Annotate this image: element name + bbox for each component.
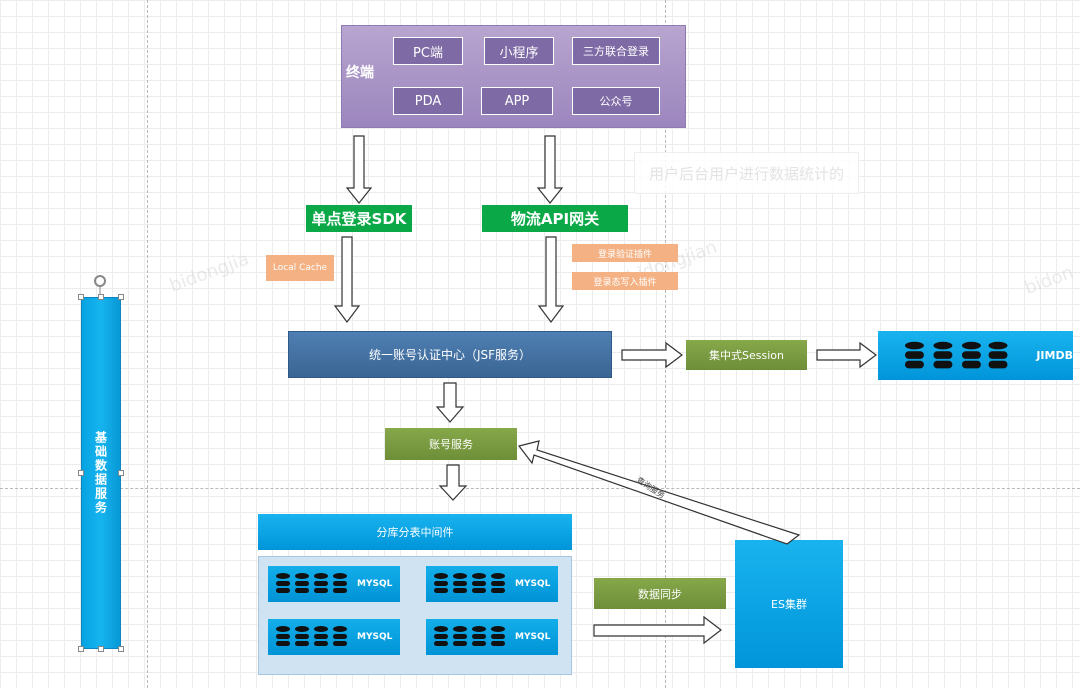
selection-handle[interactable] (78, 470, 84, 476)
selection-handle[interactable] (98, 294, 104, 300)
mysql-label: MYSQL (515, 579, 551, 589)
login-state-write-plugin-label: 登录态写入插件 (572, 272, 678, 290)
mysql-node: MYSQL (268, 619, 400, 655)
jimdb-box: JIMDB (878, 331, 1073, 380)
api-gateway-box: 物流API网关 (482, 205, 628, 232)
database-icon (276, 626, 347, 646)
guide-line-horizontal (0, 488, 1080, 489)
arrow-right-auth-to-session (621, 341, 683, 369)
terminal-pda-button[interactable]: PDA (393, 87, 463, 115)
database-icons (904, 341, 1008, 368)
account-service-box: 账号服务 (385, 428, 517, 460)
arrow-right-mysql-to-es (593, 615, 722, 645)
database-icon (276, 573, 347, 593)
mysql-label: MYSQL (357, 632, 393, 642)
mysql-label: MYSQL (515, 632, 551, 642)
mysql-node: MYSQL (426, 566, 558, 602)
selection-handle[interactable] (118, 646, 124, 652)
selection-handle[interactable] (78, 294, 84, 300)
mysql-node: MYSQL (268, 566, 400, 602)
database-icon (961, 341, 981, 368)
terminal-thirdparty-login-button[interactable]: 三方联合登录 (572, 37, 660, 65)
selection-handle[interactable] (98, 646, 104, 652)
database-icon (434, 626, 505, 646)
sso-sdk-box: 单点登录SDK (306, 205, 412, 232)
arrow-es-to-account (517, 440, 801, 545)
terminal-pc-button[interactable]: PC端 (393, 37, 463, 65)
sharding-middleware-box: 分库分表中间件 (258, 514, 572, 550)
guide-line-vertical (147, 0, 148, 688)
mysql-label: MYSQL (357, 579, 393, 589)
session-box: 集中式Session (686, 340, 807, 370)
arrow-down-sdk-to-auth (333, 236, 361, 323)
rotate-handle-icon[interactable] (91, 272, 109, 294)
terminal-official-account-button[interactable]: 公众号 (572, 87, 660, 115)
database-icon (933, 341, 953, 368)
data-sync-box: 数据同步 (594, 578, 726, 609)
database-icon (904, 341, 924, 368)
arrow-down-terminal-to-gateway (536, 135, 564, 204)
arrow-down-auth-to-account (435, 382, 465, 423)
arrow-down-account-to-sharding (438, 464, 468, 501)
selection-handle[interactable] (118, 470, 124, 476)
terminal-label: 终端 (346, 65, 374, 81)
selection-handle[interactable] (118, 294, 124, 300)
faded-note-text: 用户后台用户进行数据统计的 (649, 164, 845, 183)
login-verify-plugin-label: 登录验证插件 (572, 244, 678, 262)
terminal-miniprogram-button[interactable]: 小程序 (484, 37, 554, 65)
terminal-app-button[interactable]: APP (481, 87, 553, 115)
database-icon (988, 341, 1008, 368)
arrow-down-terminal-to-sdk (345, 135, 373, 204)
auth-center-box: 统一账号认证中心（JSF服务） (288, 331, 612, 378)
faded-note-box: 用户后台用户进行数据统计的 (634, 152, 859, 194)
es-cluster-box: ES集群 (735, 540, 843, 668)
local-cache-label: Local Cache (266, 255, 334, 281)
selection-handle[interactable] (78, 646, 84, 652)
mysql-node: MYSQL (426, 619, 558, 655)
mysql-cluster-container: MYSQL MYSQL MYSQL MYSQL (258, 556, 572, 675)
arrow-down-gateway-to-auth (537, 236, 565, 323)
jimdb-label: JIMDB (1036, 349, 1073, 362)
arrow-right-session-to-jimdb (816, 341, 877, 369)
database-icon (434, 573, 505, 593)
